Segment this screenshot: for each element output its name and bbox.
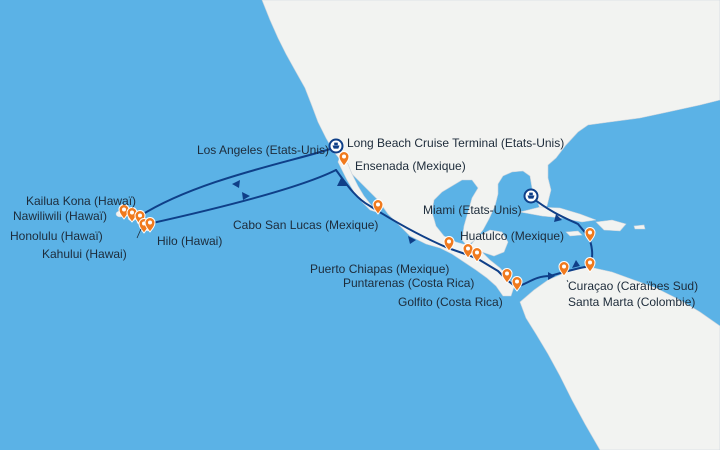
puerto-rico-island bbox=[633, 224, 646, 230]
port-label-kahului: Kahului (Hawai) bbox=[42, 247, 127, 261]
port-label-puntarenas: Puntarenas (Costa Rica) bbox=[343, 276, 475, 290]
port-label-hilo: Hilo (Hawai) bbox=[157, 234, 223, 248]
port-label-huatulco: Huatulco (Mexique) bbox=[460, 229, 565, 243]
port-label-curacao: Curaçao (Caraïbes Sud) bbox=[568, 279, 699, 293]
label-leader-lines bbox=[136, 228, 569, 283]
jamaica-island bbox=[565, 230, 583, 237]
route-direction-arrows bbox=[232, 178, 580, 280]
ship-icon[interactable] bbox=[328, 138, 344, 154]
north-america-landmass bbox=[261, 0, 720, 297]
port-label-honolulu: Honolulu (Hawaï) bbox=[10, 229, 103, 243]
route-hawaii-outbound bbox=[139, 147, 334, 217]
port-label-kailua-kona: Kailua Kona (Hawaï) bbox=[26, 194, 137, 208]
hispaniola-island bbox=[595, 219, 627, 232]
port-label-cabo-san-lucas: Cabo San Lucas (Mexique) bbox=[233, 218, 379, 232]
port-label-long-beach: Long Beach Cruise Terminal (Etats-Unis) bbox=[347, 136, 565, 150]
route-panama-caribbean bbox=[515, 195, 594, 288]
port-label-miami: Miami (Etats-Unis) bbox=[423, 203, 522, 217]
port-label-puerto-chiapas: Puerto Chiapas (Mexique) bbox=[310, 262, 450, 276]
port-label-ensenada: Ensenada (Mexique) bbox=[355, 159, 466, 173]
port-label-los-angeles: Los Angeles (Etats-Unis) bbox=[196, 143, 329, 157]
route-mexico-coast bbox=[335, 169, 517, 288]
port-label-nawiliwili: Nawiliwili (Hawaï) bbox=[13, 209, 108, 223]
cruise-route bbox=[139, 147, 594, 288]
port-label-santa-marta: Santa Marta (Colombie) bbox=[568, 295, 696, 309]
ship-icon[interactable] bbox=[523, 188, 539, 204]
route-hawaii-return bbox=[147, 169, 337, 225]
port-label-golfito: Golfito (Costa Rica) bbox=[398, 295, 503, 309]
baja-california bbox=[337, 155, 377, 213]
